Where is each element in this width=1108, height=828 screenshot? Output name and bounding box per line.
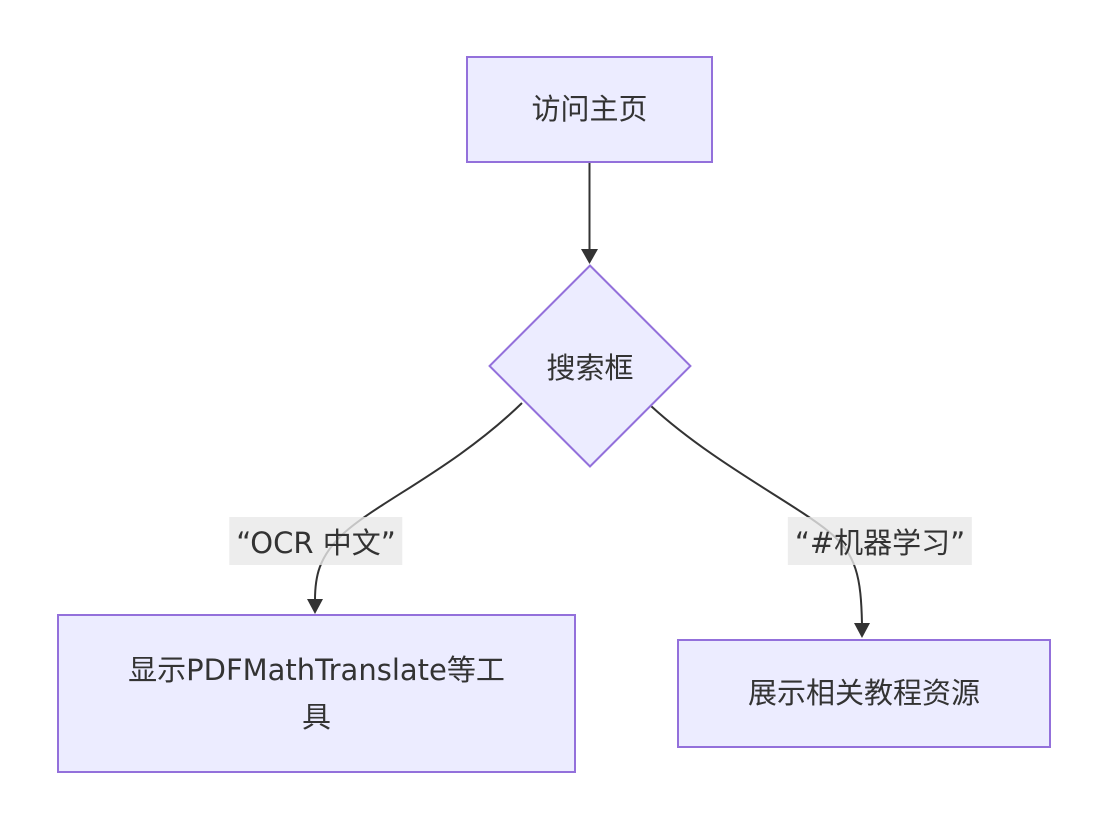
node-visit-homepage: 访问主页 [466, 56, 713, 163]
edge-label-machine-learning-hashtag: “#机器学习” [787, 517, 973, 565]
node-show-translate-tools-label: 显示PDFMathTranslate等工具 [128, 653, 505, 734]
edge-label-ocr-chinese: “OCR 中文” [229, 517, 403, 565]
node-show-tutorial-resources: 展示相关教程资源 [677, 639, 1051, 748]
node-visit-homepage-label: 访问主页 [531, 92, 648, 127]
edge-search-to-tutorials [650, 405, 863, 625]
edge-search-to-tools [314, 402, 523, 601]
node-show-tutorial-resources-label: 展示相关教程资源 [747, 676, 980, 711]
node-search-box-label: 搜索框 [546, 351, 634, 385]
arrowhead-into-search-diamond [581, 249, 598, 264]
arrowhead-into-tools-node [307, 599, 323, 614]
node-show-translate-tools: 显示PDFMathTranslate等工具 [57, 614, 576, 773]
arrowhead-into-tutorials-node [854, 623, 870, 638]
